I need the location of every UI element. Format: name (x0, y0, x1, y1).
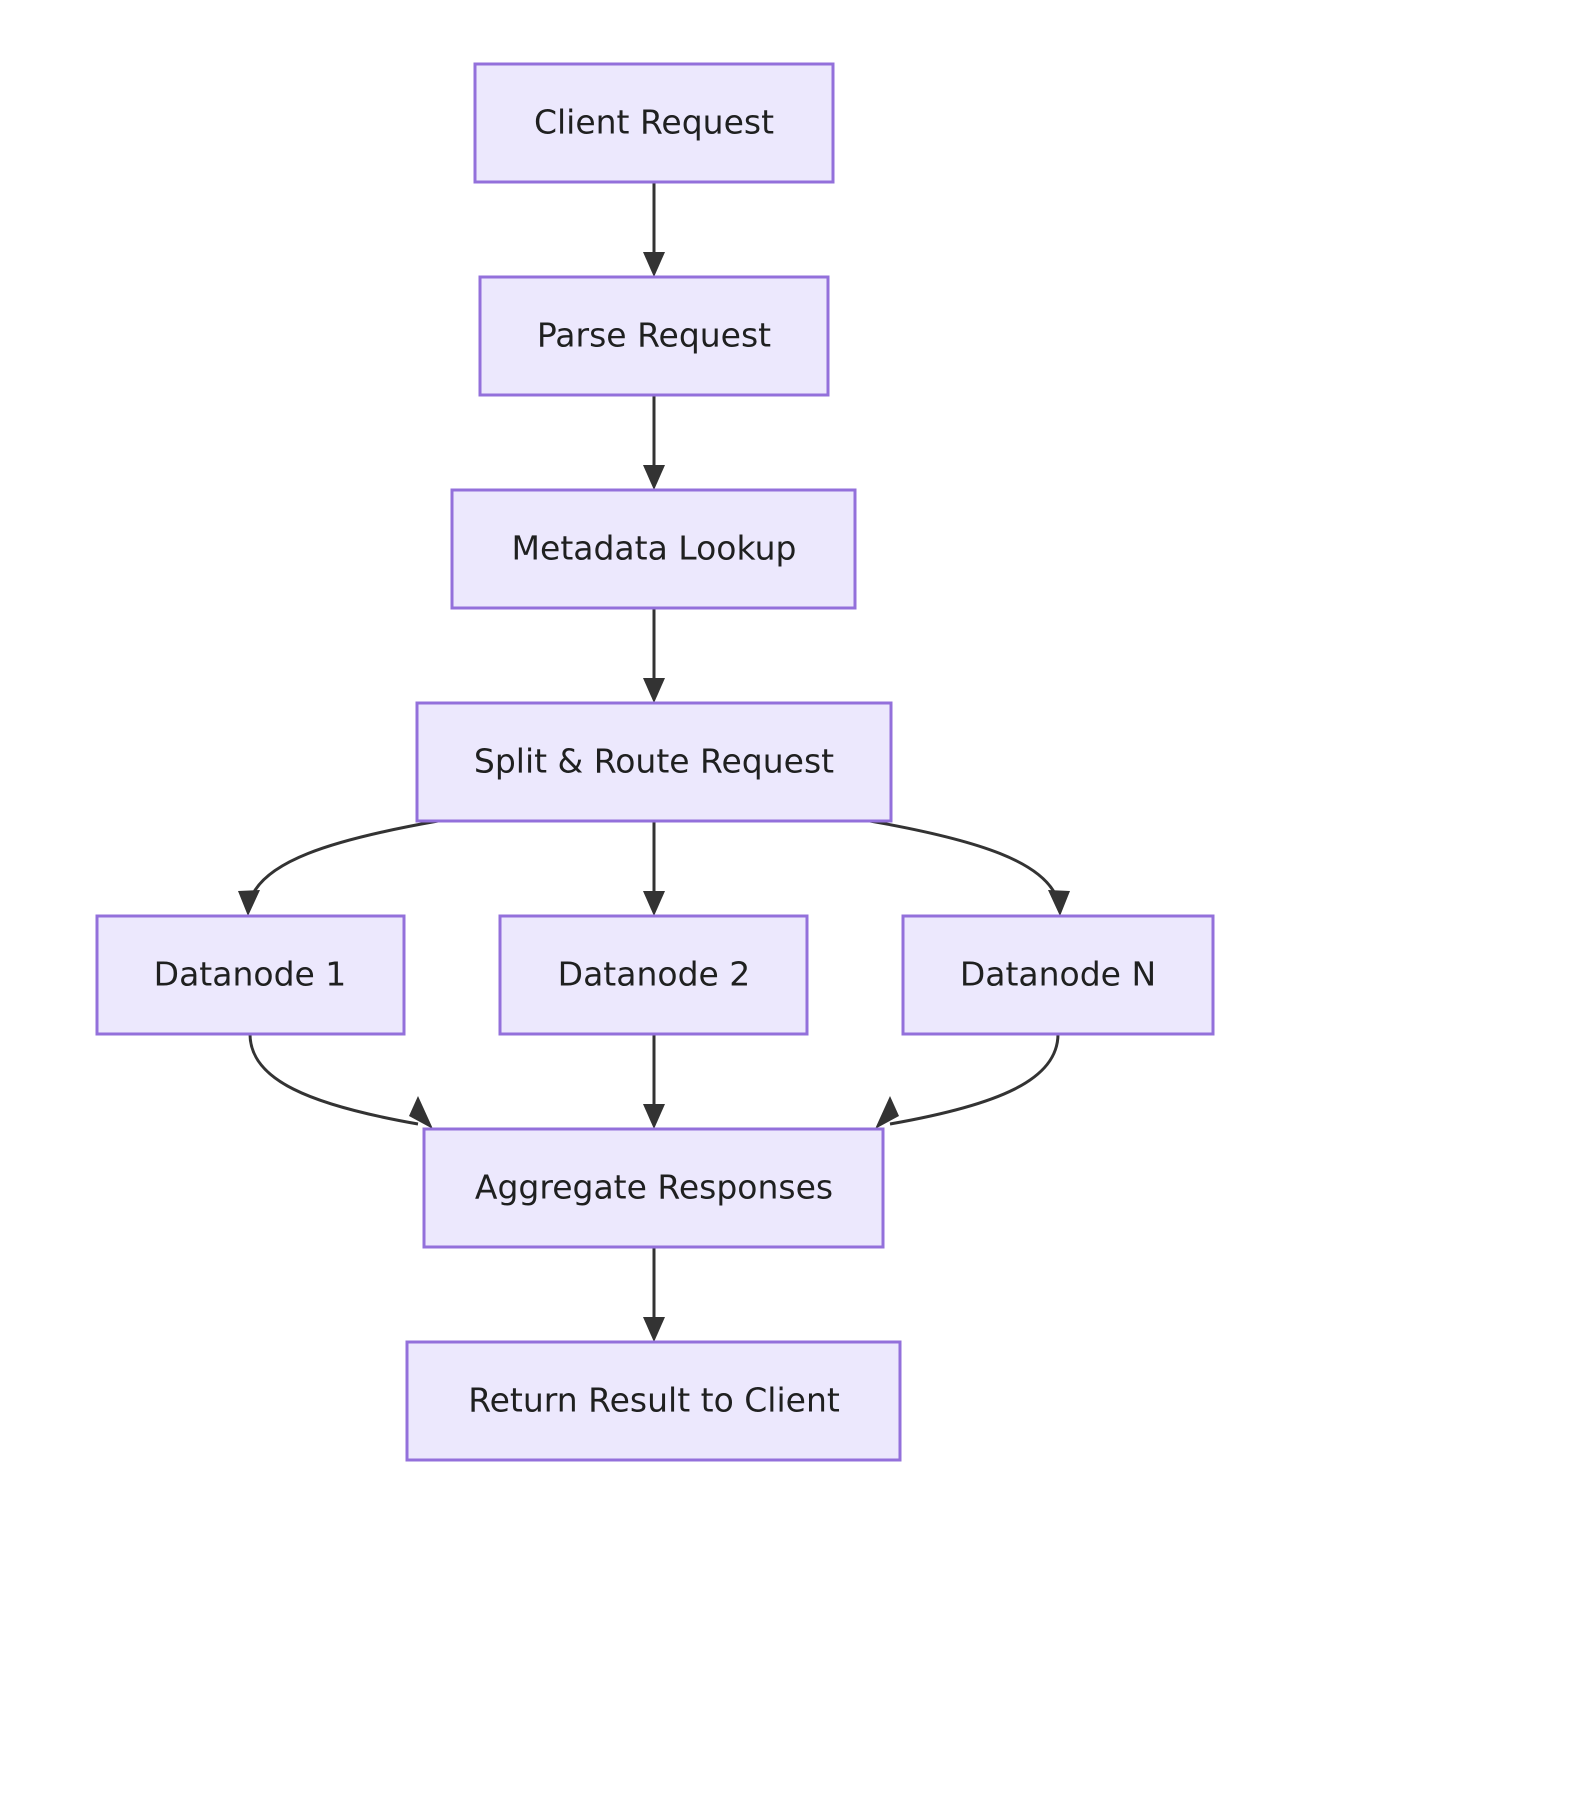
edge-split-route-to-datanode-n (869, 819, 1070, 916)
node-datanode-1[interactable]: Datanode 1 (95, 914, 406, 1036)
node-datanode-n-label: Datanode N (960, 955, 1156, 994)
edge-line (869, 819, 1060, 902)
node-parse-request-label: Parse Request (537, 316, 771, 355)
edge-metadata-lookup-to-split-route (643, 608, 665, 703)
node-metadata-lookup[interactable]: Metadata Lookup (450, 488, 857, 610)
edge-arrowhead (1048, 890, 1070, 916)
edge-datanode-n-to-aggregate (875, 1033, 1060, 1129)
node-aggregate-responses[interactable]: Aggregate Responses (422, 1127, 885, 1249)
edge-aggregate-to-return-result (643, 1247, 665, 1342)
edge-arrowhead (643, 1104, 665, 1129)
edge-datanode-2-to-aggregate (643, 1034, 665, 1129)
node-datanode-2-box[interactable] (498, 914, 809, 1036)
edge-arrowhead (409, 1096, 433, 1129)
node-aggregate-responses-label: Aggregate Responses (475, 1168, 833, 1207)
edge-line (248, 1033, 419, 1126)
node-return-result-to-client[interactable]: Return Result to Client (405, 1340, 902, 1462)
node-datanode-2[interactable]: Datanode 2 (498, 914, 809, 1036)
node-datanode-2-label: Datanode 2 (558, 955, 751, 994)
edge-arrowhead (643, 1317, 665, 1342)
node-datanode-n-box[interactable] (901, 914, 1215, 1036)
edge-arrowhead (238, 890, 260, 916)
edge-parse-request-to-metadata-lookup (643, 395, 665, 490)
edge-arrowhead (643, 252, 665, 277)
edge-client-request-to-parse-request (643, 182, 665, 277)
node-client-request-label: Client Request (534, 103, 774, 142)
edge-line (889, 1033, 1060, 1126)
node-parse-request-box[interactable] (478, 275, 830, 397)
node-metadata-lookup-box[interactable] (450, 488, 857, 610)
edge-split-route-to-datanode-2 (643, 821, 665, 916)
edge-arrowhead (643, 465, 665, 490)
node-split-route-request-label: Split & Route Request (474, 742, 834, 781)
node-aggregate-responses-box[interactable] (422, 1127, 885, 1249)
node-return-result-to-client-box[interactable] (405, 1340, 902, 1462)
node-layer: Client Request Parse Request Metadata Lo… (95, 62, 1215, 1462)
node-datanode-1-box[interactable] (95, 914, 406, 1036)
edge-arrowhead (875, 1096, 899, 1129)
node-return-result-to-client-label: Return Result to Client (468, 1381, 840, 1420)
node-client-request[interactable]: Client Request (473, 62, 835, 184)
node-metadata-lookup-label: Metadata Lookup (512, 529, 797, 568)
node-split-route-request[interactable]: Split & Route Request (415, 701, 893, 823)
edge-split-route-to-datanode-1 (238, 819, 439, 916)
node-datanode-1-label: Datanode 1 (154, 955, 347, 994)
edge-arrowhead (643, 891, 665, 916)
node-client-request-box[interactable] (473, 62, 835, 184)
edge-line (248, 819, 439, 902)
node-parse-request[interactable]: Parse Request (478, 275, 830, 397)
edge-datanode-1-to-aggregate (248, 1033, 433, 1129)
edge-layer (238, 182, 1070, 1342)
edge-arrowhead (643, 678, 665, 703)
node-datanode-n[interactable]: Datanode N (901, 914, 1215, 1036)
node-split-route-request-box[interactable] (415, 701, 893, 823)
